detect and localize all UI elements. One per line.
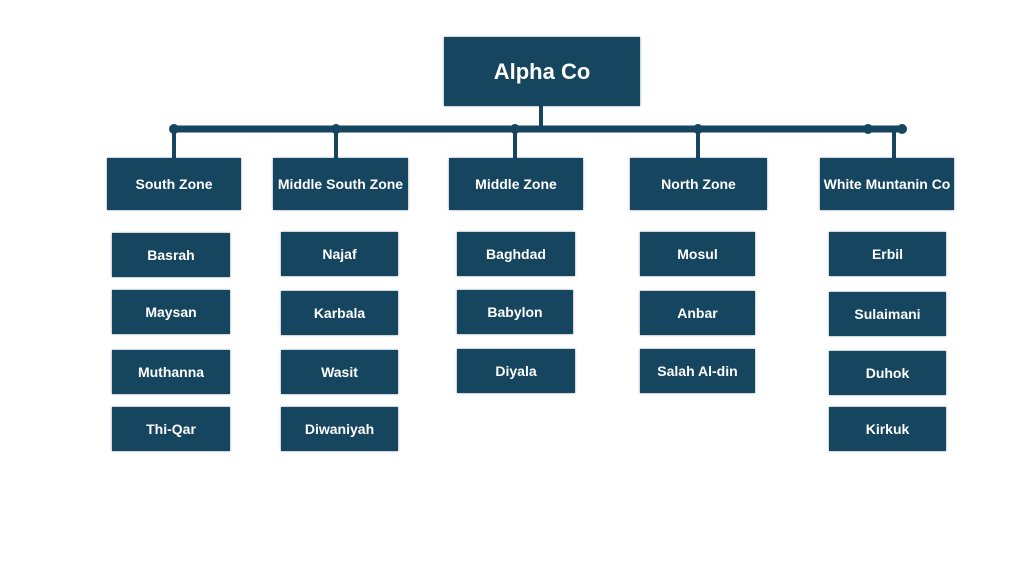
leaf-node: Muthanna: [112, 350, 230, 394]
leaf-node: Baghdad: [457, 232, 575, 276]
zone-node-north: North Zone: [630, 158, 767, 210]
junction-dot: [169, 124, 179, 134]
leaf-node: Karbala: [281, 291, 398, 335]
leaf-node: Sulaimani: [829, 292, 946, 336]
zone-node-south: South Zone: [107, 158, 241, 210]
junction-dot: [863, 124, 873, 134]
leaf-node: Erbil: [829, 232, 946, 276]
leaf-node: Anbar: [640, 291, 755, 335]
junction-dot: [897, 124, 907, 134]
leaf-node: Diwaniyah: [281, 407, 398, 451]
junction-dot: [510, 124, 520, 134]
zone-node-middle-south: Middle South Zone: [273, 158, 408, 210]
leaf-node: Maysan: [112, 290, 230, 334]
leaf-node: Duhok: [829, 351, 946, 395]
leaf-node: Diyala: [457, 349, 575, 393]
leaf-node: Najaf: [281, 232, 398, 276]
leaf-node: Mosul: [640, 232, 755, 276]
leaf-node: Salah Al-din: [640, 349, 755, 393]
leaf-node: Basrah: [112, 233, 230, 277]
leaf-node: Thi-Qar: [112, 407, 230, 451]
zone-node-white-muntanin: White Muntanin Co: [820, 158, 954, 210]
root-node: Alpha Co: [444, 37, 640, 106]
leaf-node: Babylon: [457, 290, 573, 334]
junction-dot: [331, 124, 341, 134]
leaf-node: Wasit: [281, 350, 398, 394]
leaf-node: Kirkuk: [829, 407, 946, 451]
junction-dot: [693, 124, 703, 134]
zone-node-middle: Middle Zone: [449, 158, 583, 210]
